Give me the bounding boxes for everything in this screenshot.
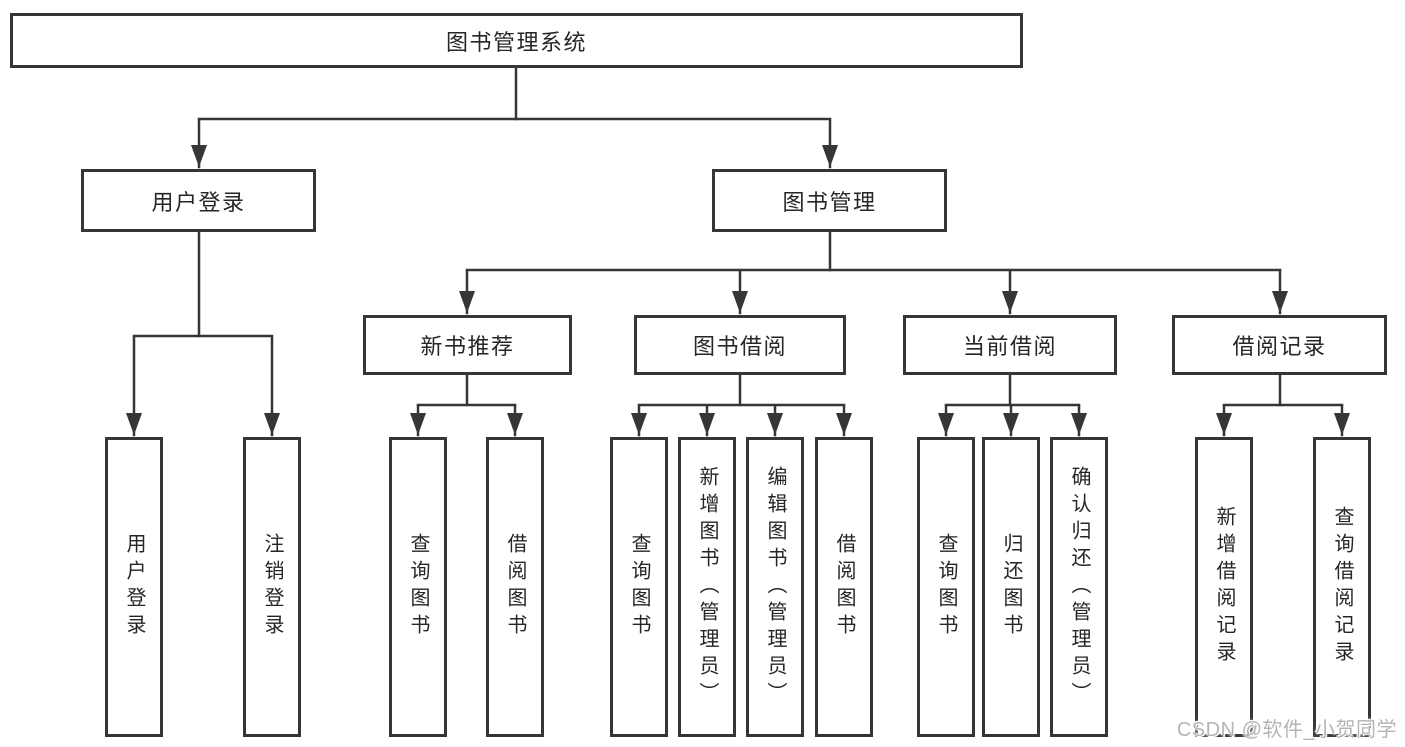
leaf-edit-books-admin: 编辑图书（管理员） <box>746 437 804 737</box>
node-label: 新增图书（管理员） <box>696 465 718 709</box>
node-label: 新书推荐 <box>420 334 515 359</box>
leaf-borrowing-borrow-books: 借阅图书 <box>815 437 873 737</box>
csdn-watermark: CSDN @软件_小贺同学 <box>1176 719 1397 741</box>
leaf-return-books: 归还图书 <box>982 437 1040 737</box>
connector-borrowing-records-children <box>1216 373 1350 437</box>
leaf-confirm-return-admin: 确认归还（管理员） <box>1050 437 1108 737</box>
node-label: 归还图书 <box>1000 533 1022 641</box>
node-book-management: 图书管理 <box>712 169 947 232</box>
node-label: 图书借阅 <box>692 334 787 359</box>
node-label: 借阅图书 <box>504 533 526 641</box>
node-label: 借阅图书 <box>833 533 855 641</box>
connector-user-login-children <box>126 230 280 437</box>
leaf-borrowing-query-books: 查询图书 <box>610 437 668 737</box>
leaf-add-borrow-record: 新增借阅记录 <box>1195 437 1253 737</box>
leaf-logout: 注销登录 <box>243 437 301 737</box>
leaf-user-login: 用户登录 <box>105 437 163 737</box>
node-label: 当前借阅 <box>962 334 1057 359</box>
node-label: 确认归还（管理员） <box>1068 465 1090 709</box>
connector-book-borrowing-children <box>631 373 852 437</box>
node-label: 查询图书 <box>935 533 957 641</box>
connector-root-to-level2 <box>191 66 838 169</box>
node-label: 用户登录 <box>151 189 246 215</box>
node-new-book-recommend: 新书推荐 <box>363 315 572 375</box>
node-label: 查询图书 <box>407 533 429 641</box>
connector-current-borrowing-children <box>938 373 1087 437</box>
leaf-add-books-admin: 新增图书（管理员） <box>678 437 736 737</box>
node-label: 新增借阅记录 <box>1213 506 1235 668</box>
node-book-borrowing: 图书借阅 <box>634 315 846 375</box>
connector-book-management-children <box>459 230 1288 315</box>
node-label: 查询借阅记录 <box>1331 506 1353 668</box>
leaf-recommend-borrow-books: 借阅图书 <box>486 437 544 737</box>
leaf-current-query-books: 查询图书 <box>917 437 975 737</box>
node-borrowing-records: 借阅记录 <box>1172 315 1387 375</box>
leaf-recommend-query-books: 查询图书 <box>389 437 447 737</box>
node-label: 借阅记录 <box>1232 334 1327 359</box>
node-current-borrowing: 当前借阅 <box>903 315 1117 375</box>
node-label: 查询图书 <box>628 533 650 641</box>
leaf-query-borrow-record: 查询借阅记录 <box>1313 437 1371 737</box>
node-label: 图书管理系统 <box>445 29 587 55</box>
node-user-login: 用户登录 <box>81 169 316 232</box>
node-root-library-management-system: 图书管理系统 <box>10 13 1023 68</box>
node-label: 用户登录 <box>123 533 145 641</box>
node-label: 注销登录 <box>261 533 283 641</box>
connector-new-book-recommend-children <box>410 373 523 437</box>
node-label: 编辑图书（管理员） <box>764 465 786 709</box>
node-label: 图书管理 <box>782 189 877 215</box>
